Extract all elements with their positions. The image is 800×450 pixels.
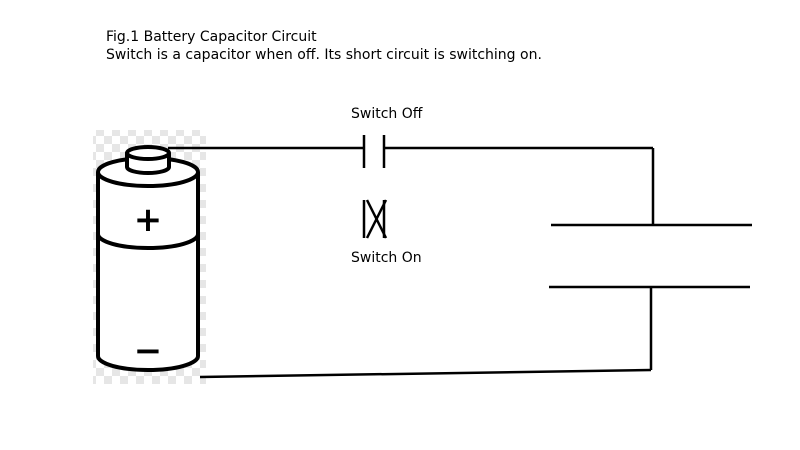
capacitor-plates xyxy=(549,223,752,289)
figure-subtitle: Switch is a capacitor when off. Its shor… xyxy=(106,47,542,63)
switch-on-label: Switch On xyxy=(351,250,422,266)
switch-off-label: Switch Off xyxy=(351,106,423,122)
wire-bottom xyxy=(199,368,652,379)
battery-band xyxy=(96,233,200,250)
figure-title: Fig.1 Battery Capacitor Circuit xyxy=(106,29,317,45)
switch-off-capacitor-symbol xyxy=(362,135,386,168)
battery-terminal-top xyxy=(125,145,171,161)
battery-positive-sign: + xyxy=(134,200,163,240)
battery-body xyxy=(96,172,200,372)
switch-on-symbol xyxy=(362,199,388,239)
figure-caption: Fig.1 Battery Capacitor Circuit Switch i… xyxy=(106,28,542,64)
battery xyxy=(96,145,200,372)
battery-negative-sign: − xyxy=(134,331,163,371)
circuit-wires xyxy=(168,146,655,379)
